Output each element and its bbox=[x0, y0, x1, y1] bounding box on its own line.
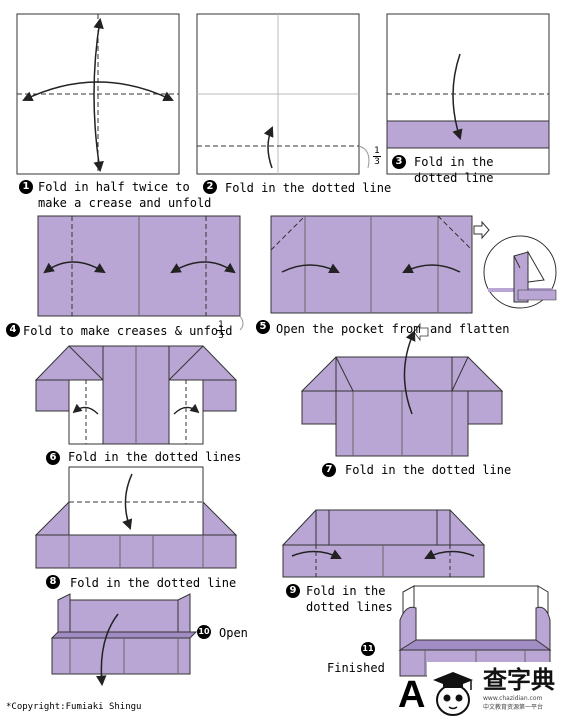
step-10-figure bbox=[50, 593, 198, 687]
model-letter: A bbox=[398, 674, 426, 716]
fraction-numerator: 1 bbox=[218, 320, 224, 330]
watermark-subtitle: 中文教育资源第一平台 bbox=[483, 704, 544, 711]
step-number-9: 9 bbox=[286, 584, 300, 598]
step-7-figure bbox=[300, 330, 504, 457]
step-9-text-line-1: Fold in the bbox=[306, 584, 386, 598]
step-8-text: Fold in the dotted line bbox=[70, 576, 237, 590]
fraction-one-third-step-4: 1 3 bbox=[216, 320, 226, 341]
step-3-text-line-2: dotted line bbox=[414, 171, 494, 185]
step-6-figure bbox=[34, 345, 238, 445]
pocket-arrow-icon bbox=[413, 322, 429, 342]
step-5-text-part-1: Open the pocket from bbox=[276, 322, 421, 336]
step-4-figure bbox=[37, 215, 244, 331]
step-9-text-line-2: dotted lines bbox=[306, 600, 393, 614]
step-9-figure bbox=[281, 509, 486, 578]
step-1-figure bbox=[16, 13, 180, 175]
fraction-denominator: 3 bbox=[374, 157, 380, 167]
step-number-4: 4 bbox=[6, 323, 20, 337]
step-8-figure bbox=[34, 466, 238, 569]
step-number-7: 7 bbox=[322, 463, 336, 477]
step-2-text: Fold in the dotted line bbox=[225, 181, 392, 195]
fraction-denominator: 3 bbox=[218, 331, 224, 341]
step-number-3: 3 bbox=[392, 155, 406, 169]
step-number-8: 8 bbox=[46, 575, 60, 589]
step-number-5: 5 bbox=[256, 320, 270, 334]
step-3-text-line-1: Fold in the bbox=[414, 155, 494, 169]
step-3-figure bbox=[386, 13, 550, 175]
watermark-url: www.chazidian.com bbox=[483, 695, 543, 702]
step-1-text-line-2: make a crease and unfold bbox=[38, 196, 212, 210]
step-number-10: 10 bbox=[197, 625, 211, 639]
fraction-numerator: 1 bbox=[374, 146, 380, 156]
step-1-text-line-1: Fold in half twice to bbox=[38, 180, 190, 194]
step-number-1: 1 bbox=[19, 180, 33, 194]
step-6-text: Fold in the dotted lines bbox=[68, 450, 242, 464]
step-5-text-part-2: and flatten bbox=[430, 322, 510, 336]
copyright-text: *Copyright:Fumiaki Shingu bbox=[6, 702, 142, 712]
step-number-6: 6 bbox=[46, 451, 60, 465]
step-number-11: 11 bbox=[361, 642, 375, 656]
step-11-text: Finished bbox=[327, 661, 385, 675]
watermark-logo: 查字典 www.chazidian.com 中文教育资源第一平台 bbox=[427, 662, 559, 718]
step-4-text: Fold to make creases & unfold bbox=[23, 324, 233, 338]
step-7-text: Fold in the dotted line bbox=[345, 463, 512, 477]
fraction-bar bbox=[373, 156, 381, 157]
step-10-text: Open bbox=[219, 626, 248, 640]
step-5-figure bbox=[270, 215, 557, 314]
watermark-title: 查字典 bbox=[483, 666, 555, 694]
fraction-bar bbox=[217, 330, 225, 331]
step-2-figure bbox=[196, 13, 370, 175]
step-number-2: 2 bbox=[203, 180, 217, 194]
graduate-mascot-icon bbox=[433, 672, 473, 716]
fraction-one-third-step-2: 1 3 bbox=[372, 146, 382, 167]
